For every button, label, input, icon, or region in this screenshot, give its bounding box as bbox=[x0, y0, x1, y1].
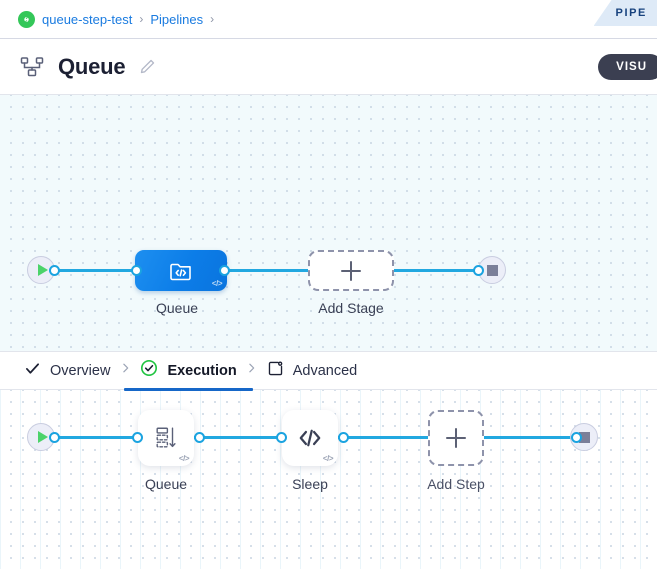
page-title: Queue bbox=[58, 53, 126, 79]
breadcrumb-separator: › bbox=[210, 12, 215, 26]
stage-node-label-queue: Queue bbox=[155, 300, 199, 316]
port-sleep-in[interactable] bbox=[276, 432, 287, 443]
edge-queue-to-addstage bbox=[222, 269, 322, 272]
port-end-in[interactable] bbox=[571, 432, 582, 443]
tab-advanced-label: Advanced bbox=[292, 362, 358, 379]
breadcrumb-separator: › bbox=[139, 12, 144, 26]
chevron-right-icon bbox=[119, 360, 132, 381]
pipeline-hierarchy-icon bbox=[20, 56, 46, 78]
step-tabs: Overview Execution bbox=[0, 351, 657, 391]
breadcrumb: queue-step-test › Pipelines › bbox=[0, 0, 657, 39]
port-queue-step-in[interactable] bbox=[132, 432, 143, 443]
check-circle-icon bbox=[140, 359, 158, 382]
pipeline-badge-icon bbox=[18, 10, 35, 28]
add-step-button[interactable] bbox=[428, 410, 484, 466]
tab-separator bbox=[112, 360, 138, 381]
port-end-in[interactable] bbox=[473, 265, 484, 276]
port-queue-step-out[interactable] bbox=[194, 432, 205, 443]
page-header: Queue VISU bbox=[0, 39, 657, 95]
stop-icon bbox=[578, 431, 590, 443]
port-queue-out[interactable] bbox=[219, 265, 230, 276]
tab-overview[interactable]: Overview bbox=[22, 352, 112, 390]
edge-start-to-queue-step bbox=[52, 436, 144, 439]
start-node[interactable] bbox=[27, 423, 55, 451]
tab-execution[interactable]: Execution bbox=[124, 352, 254, 391]
play-icon bbox=[37, 264, 48, 276]
port-queue-in[interactable] bbox=[131, 265, 142, 276]
edge-start-to-queue bbox=[52, 269, 144, 272]
plus-icon bbox=[341, 260, 361, 281]
pipeline-corner-tab: PIPE bbox=[593, 0, 657, 26]
visual-view-label: VISU bbox=[616, 60, 647, 73]
tab-separator bbox=[239, 360, 265, 381]
breadcrumb-item-pipelines[interactable]: Pipelines bbox=[150, 11, 204, 27]
port-sleep-out[interactable] bbox=[338, 432, 349, 443]
port-start-out[interactable] bbox=[49, 432, 60, 443]
add-stage-button[interactable] bbox=[308, 250, 394, 291]
edge-sleep-to-addstep bbox=[336, 436, 432, 439]
chevron-right-icon bbox=[245, 360, 258, 381]
stage-node-queue[interactable]: </> bbox=[135, 250, 227, 291]
code-badge: </> bbox=[178, 454, 190, 463]
play-icon bbox=[37, 431, 48, 443]
visual-view-button[interactable]: VISU bbox=[598, 53, 657, 80]
port-start-out[interactable] bbox=[49, 265, 60, 276]
corner-tab-label: PIPE bbox=[615, 7, 647, 19]
plus-icon bbox=[446, 428, 466, 448]
code-badge: </> bbox=[211, 279, 223, 288]
step-canvas[interactable]: </> Queue </> Sleep Add Step bbox=[0, 390, 657, 569]
edge-addstep-to-end bbox=[484, 436, 580, 439]
stop-icon bbox=[486, 264, 498, 276]
edge-queue-to-sleep bbox=[190, 436, 286, 439]
tab-overview-label: Overview bbox=[50, 362, 111, 379]
tab-advanced[interactable]: Advanced bbox=[265, 352, 360, 390]
tab-execution-label: Execution bbox=[167, 362, 237, 379]
check-icon bbox=[24, 360, 41, 382]
code-badge: </> bbox=[322, 454, 334, 463]
breadcrumb-item-project[interactable]: queue-step-test bbox=[42, 11, 133, 27]
end-node[interactable] bbox=[570, 423, 598, 451]
add-stage-label: Add Stage bbox=[318, 300, 384, 316]
step-node-label-sleep: Sleep bbox=[292, 476, 328, 492]
stage-canvas[interactable]: </> Queue Add Stage bbox=[0, 95, 657, 351]
step-node-queue[interactable]: </> bbox=[138, 410, 194, 466]
pencil-icon[interactable] bbox=[139, 58, 156, 75]
step-node-label-queue: Queue bbox=[144, 476, 188, 492]
advanced-gear-box-icon bbox=[267, 360, 284, 382]
edge-addstage-to-end bbox=[386, 269, 482, 272]
step-node-sleep[interactable]: </> bbox=[282, 410, 338, 466]
add-step-label: Add Step bbox=[427, 476, 485, 492]
